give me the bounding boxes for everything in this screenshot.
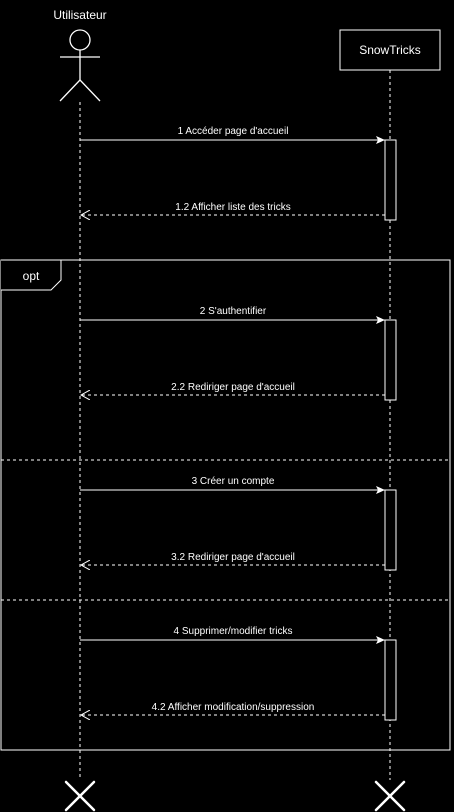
message-1-return: 1.2 Afficher liste des tricks <box>81 202 385 215</box>
user-actor-head-icon <box>69 29 91 51</box>
message-label: 3 Créer un compte <box>192 476 275 487</box>
opt-fragment-tab <box>1 259 62 291</box>
user-actor-label: Utilisateur <box>53 8 106 22</box>
message-label: 2.2 Rediriger page d'accueil <box>171 382 295 393</box>
message-label: 3.2 Rediriger page d'accueil <box>171 552 295 563</box>
message-3-return: 3.2 Rediriger page d'accueil <box>81 552 385 565</box>
message-4: 4 Supprimer/modifier tricks <box>80 626 385 644</box>
message-label: 1 Accéder page d'accueil <box>178 126 289 137</box>
message-label: 1.2 Afficher liste des tricks <box>175 202 290 213</box>
activation-bar <box>384 319 397 401</box>
message-2-return: 2.2 Rediriger page d'accueil <box>81 382 385 395</box>
system-destroy-icon <box>374 780 406 812</box>
message-4-return: 4.2 Afficher modification/suppression <box>81 702 385 715</box>
user-actor <box>59 29 101 102</box>
message-3: 3 Créer un compte <box>80 476 385 494</box>
message-1: 1 Accéder page d'accueil <box>80 126 385 144</box>
system-participant-box <box>339 29 441 71</box>
message-label: 2 S'authentifier <box>200 306 267 317</box>
user-destroy-icon <box>64 780 96 812</box>
opt-fragment-frame <box>0 259 451 751</box>
message-label: 4 Supprimer/modifier tricks <box>174 626 293 637</box>
activation-bar <box>384 489 397 571</box>
message-label: 4.2 Afficher modification/suppression <box>152 702 315 713</box>
message-2: 2 S'authentifier <box>80 306 385 324</box>
activation-bar <box>384 639 397 721</box>
system-participant-label: SnowTricks <box>359 43 421 57</box>
activation-bar <box>384 139 397 221</box>
opt-fragment-label: opt <box>23 269 40 283</box>
